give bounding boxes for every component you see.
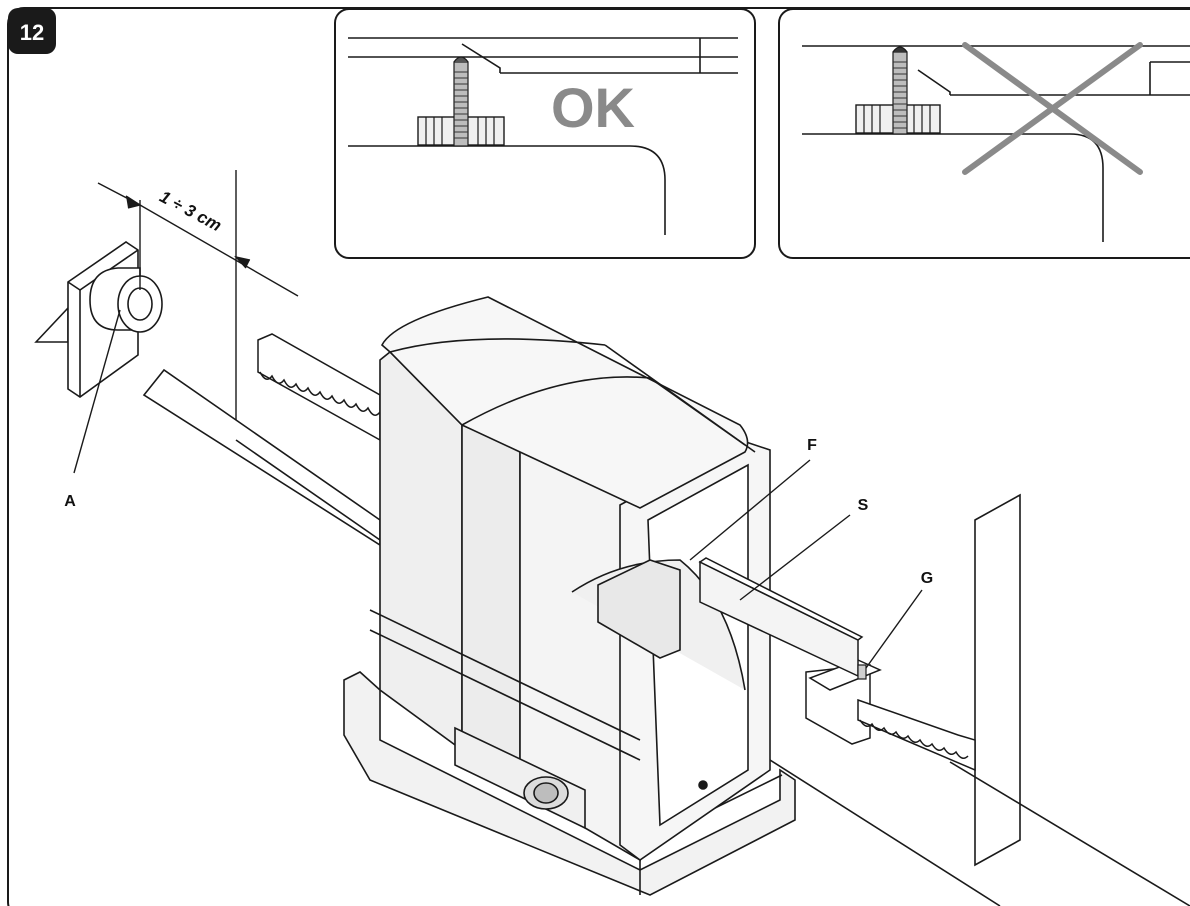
screw-icon xyxy=(892,46,908,135)
limit-bracket xyxy=(805,659,882,745)
ok-label: OK xyxy=(551,76,635,139)
label-g: G xyxy=(921,570,933,587)
label-s: S xyxy=(858,497,869,514)
leader-f xyxy=(689,459,811,561)
bracket-a xyxy=(34,241,163,398)
inset-correct: OK xyxy=(334,8,756,259)
leader-s xyxy=(739,514,851,601)
cross-icon xyxy=(962,42,1143,175)
leader-g xyxy=(865,589,923,669)
figure-number-badge: 12 xyxy=(8,8,56,54)
label-f: F xyxy=(807,437,817,454)
dimension-label: 1 ÷ 3 cm xyxy=(157,187,225,235)
leader-a xyxy=(73,309,121,474)
inset-incorrect xyxy=(778,8,1190,259)
figure-number: 12 xyxy=(20,20,44,45)
rack-right xyxy=(857,698,976,772)
grub-screw-g xyxy=(857,664,867,680)
motor-unit xyxy=(343,296,796,896)
screw-icon xyxy=(453,56,469,147)
rack-left xyxy=(257,333,381,442)
label-a: A xyxy=(64,493,76,510)
dimension-marker xyxy=(97,170,299,440)
